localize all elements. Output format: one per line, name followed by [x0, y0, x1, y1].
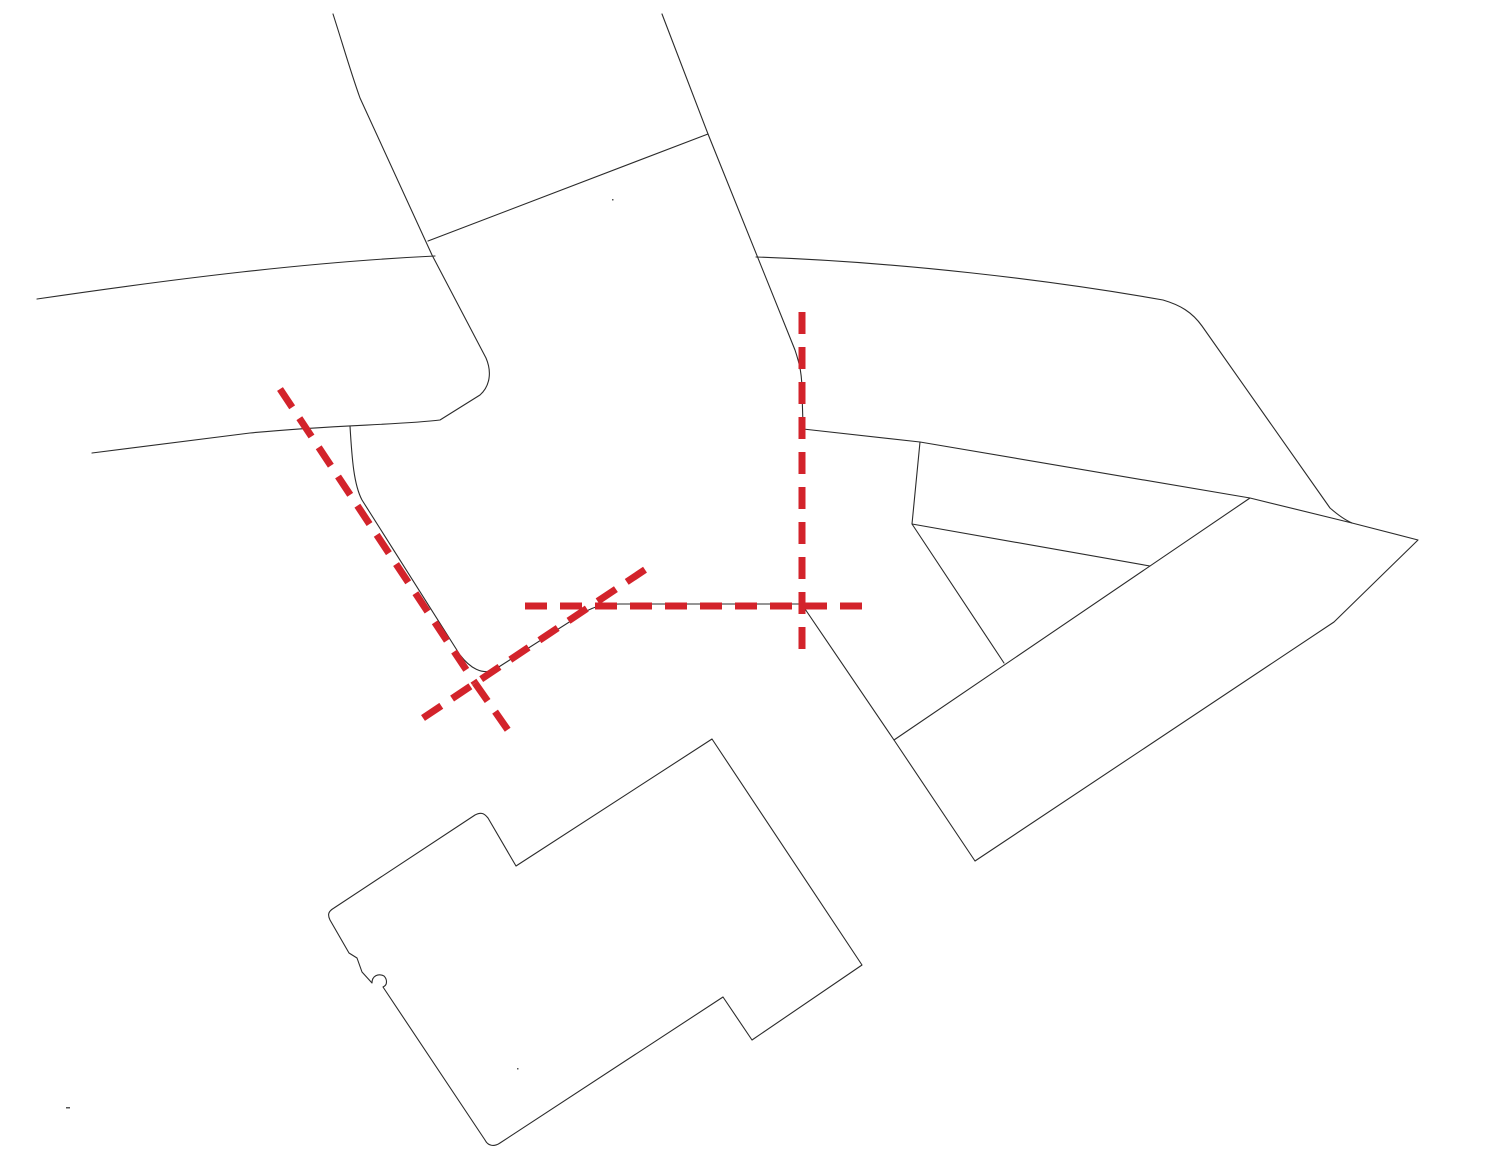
section-cut-line-south-west-diagonal: [421, 560, 657, 721]
building-footprint-south: [328, 738, 863, 1146]
road-outline-north-west-top: [36, 255, 436, 300]
stray-mark: [612, 199, 614, 201]
stray-marks: [66, 199, 614, 1109]
road-outline-central-inner: [349, 425, 801, 673]
road-outline-east-lower-left: [802, 605, 895, 741]
road-divider-north: [427, 133, 709, 242]
section-cut-line-west-diagonal: [277, 387, 478, 685]
road-outline-east-mid: [802, 428, 1419, 862]
stray-mark: [517, 1068, 519, 1070]
parcel-east-diagonal: [911, 523, 1005, 664]
stray-mark: [66, 1107, 70, 1109]
section-cut-lines: [277, 312, 872, 736]
road-outline-east-top: [755, 256, 1353, 524]
road-outline-central-right: [661, 13, 804, 426]
base-outlines: [36, 13, 1419, 1146]
section-cut-line-south-west-tick: [472, 680, 513, 736]
road-outline-north-west-left: [91, 13, 490, 454]
